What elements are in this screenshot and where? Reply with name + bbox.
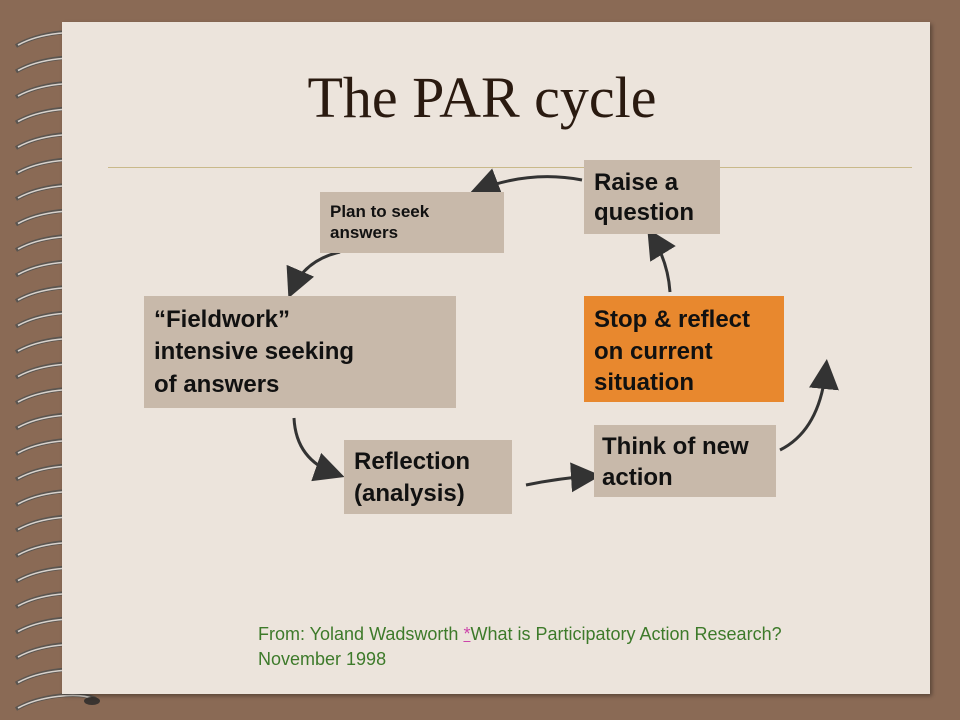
source-citation: From: Yoland Wadsworth *What is Particip…	[258, 622, 818, 672]
box-stop-and-reflect: Stop & reflect on current situation	[584, 296, 784, 402]
box-stop-label: Stop & reflect on current situation	[594, 306, 751, 397]
box-fieldwork: “Fieldwork” intensive seeking of answers	[144, 296, 456, 408]
page-title: The PAR cycle	[307, 65, 657, 130]
spiral-hole	[84, 697, 100, 705]
box-raise-label: Raise a question	[594, 169, 694, 226]
arrow-stop-to-raise	[647, 228, 676, 293]
box-reflection-label: Reflection (analysis)	[354, 448, 471, 507]
box-plan-to-seek-answers: Plan to seek answers	[320, 192, 504, 253]
source-footnote-link[interactable]: *	[463, 624, 471, 644]
box-raise-a-question: Raise a question	[584, 160, 720, 234]
arrow-raise-to-plan	[469, 168, 583, 197]
box-think-label: Think of new action	[602, 433, 749, 492]
arrow-think-to-up	[779, 359, 839, 452]
box-fieldwork-label: “Fieldwork” intensive seeking of answers	[154, 306, 355, 398]
arrow-plan-to-fieldwork	[286, 250, 341, 299]
box-plan-label: Plan to seek answers	[330, 202, 430, 243]
source-prefix: From: Yoland Wadsworth	[258, 624, 464, 644]
arrow-reflection-to-think	[525, 462, 601, 493]
title-divider	[108, 167, 912, 168]
box-reflection-analysis: Reflection (analysis)	[344, 440, 512, 514]
source-suffix: What is Participatory Action Research? N…	[258, 624, 782, 670]
arrow-fieldwork-to-reflection	[292, 417, 345, 482]
box-think-of-new-action: Think of new action	[594, 425, 776, 497]
